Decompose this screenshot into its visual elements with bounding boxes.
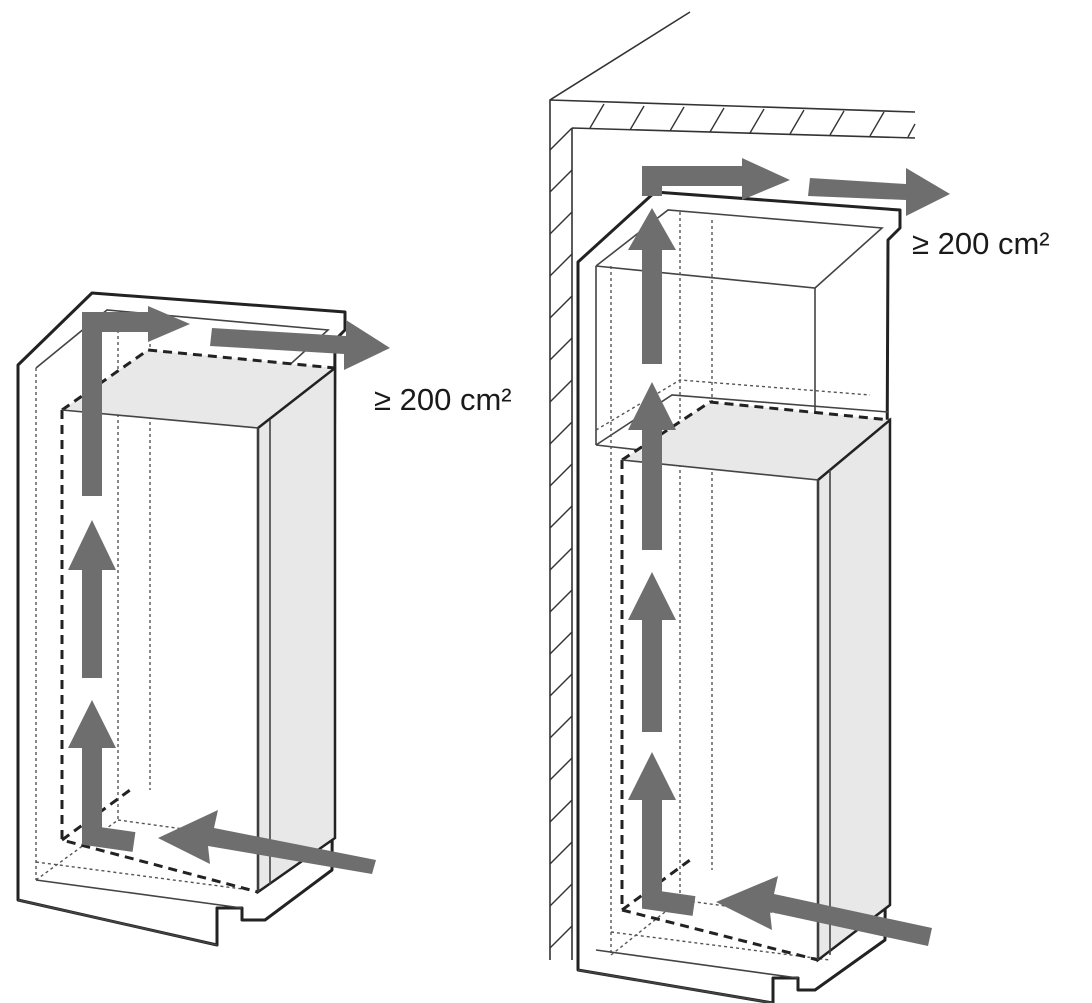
left-opening-label: ≥ 200 cm² — [374, 382, 512, 417]
right-up-arrow-1 — [628, 752, 676, 800]
right-outflow-arrow — [808, 168, 950, 216]
right-up-arrow-3 — [628, 382, 676, 430]
left-appliance-front — [61, 409, 259, 892]
left-cabinet-plinth — [17, 879, 243, 946]
left-cabinet-top-edge — [35, 309, 330, 391]
right-up-shaft-3 — [642, 430, 662, 550]
left-up-shaft-2 — [82, 570, 102, 678]
left-top-arrow-head — [148, 306, 190, 342]
right-cabinet-inner-dotted — [595, 212, 871, 961]
left-appliance-top — [62, 350, 335, 428]
left-up-arrow-1 — [68, 700, 116, 760]
left-up-arrow-2 — [68, 520, 116, 570]
left-airflow — [68, 306, 390, 874]
right-up-shaft-2 — [642, 620, 662, 732]
left-top-turn — [82, 312, 150, 496]
right-cabinet — [576, 190, 902, 1003]
left-bottom-turn — [82, 760, 136, 852]
right-cabinet-plinth — [577, 949, 799, 1003]
right-top-turn — [642, 166, 742, 196]
right-appliance-front — [621, 459, 819, 960]
right-appliance-body — [816, 417, 892, 963]
right-up-arrow-2 — [628, 572, 676, 620]
wall — [549, 11, 916, 960]
wall-hatch-vertical — [549, 127, 573, 949]
right-inflow-arrow — [716, 876, 932, 946]
right-opening-label: ≥ 200 cm² — [912, 226, 1050, 261]
left-outflow-arrow — [210, 320, 390, 370]
wall-outline — [549, 11, 916, 960]
right-bottom-turn — [642, 800, 696, 916]
right-airflow — [628, 158, 950, 946]
right-up-arrow-4 — [628, 208, 676, 250]
wall-hatch-ceiling — [589, 103, 916, 138]
right-appliance-top — [622, 402, 890, 480]
right-top-arrow-head — [742, 158, 790, 200]
right-up-shaft-4 — [642, 250, 662, 364]
left-inflow-arrow — [158, 810, 376, 874]
